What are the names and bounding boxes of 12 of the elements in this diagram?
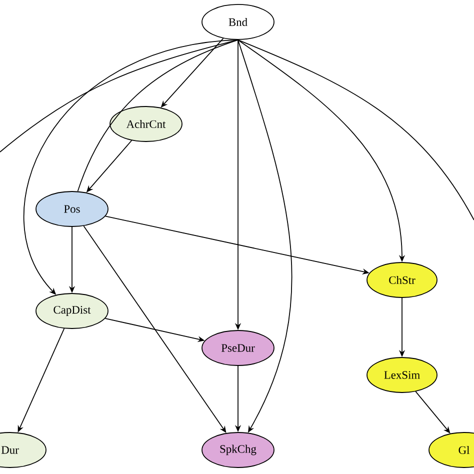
ellipse-node: SpkChg xyxy=(202,432,274,468)
arrow xyxy=(83,226,226,433)
arrow xyxy=(415,391,450,434)
ellipse-node: CapDist xyxy=(36,293,108,329)
ellipse-node: Dur xyxy=(0,432,46,468)
ellipse-node: AchrCnt xyxy=(110,106,182,142)
ellipse-node: LexSim xyxy=(366,357,438,393)
ellipse-node: ChStr xyxy=(366,262,438,298)
root-node: Bnd xyxy=(202,4,274,40)
ellipse-node: Pos xyxy=(36,191,108,227)
ellipse-node: PseDur xyxy=(202,330,274,366)
ellipse-node: Gl xyxy=(428,432,474,468)
